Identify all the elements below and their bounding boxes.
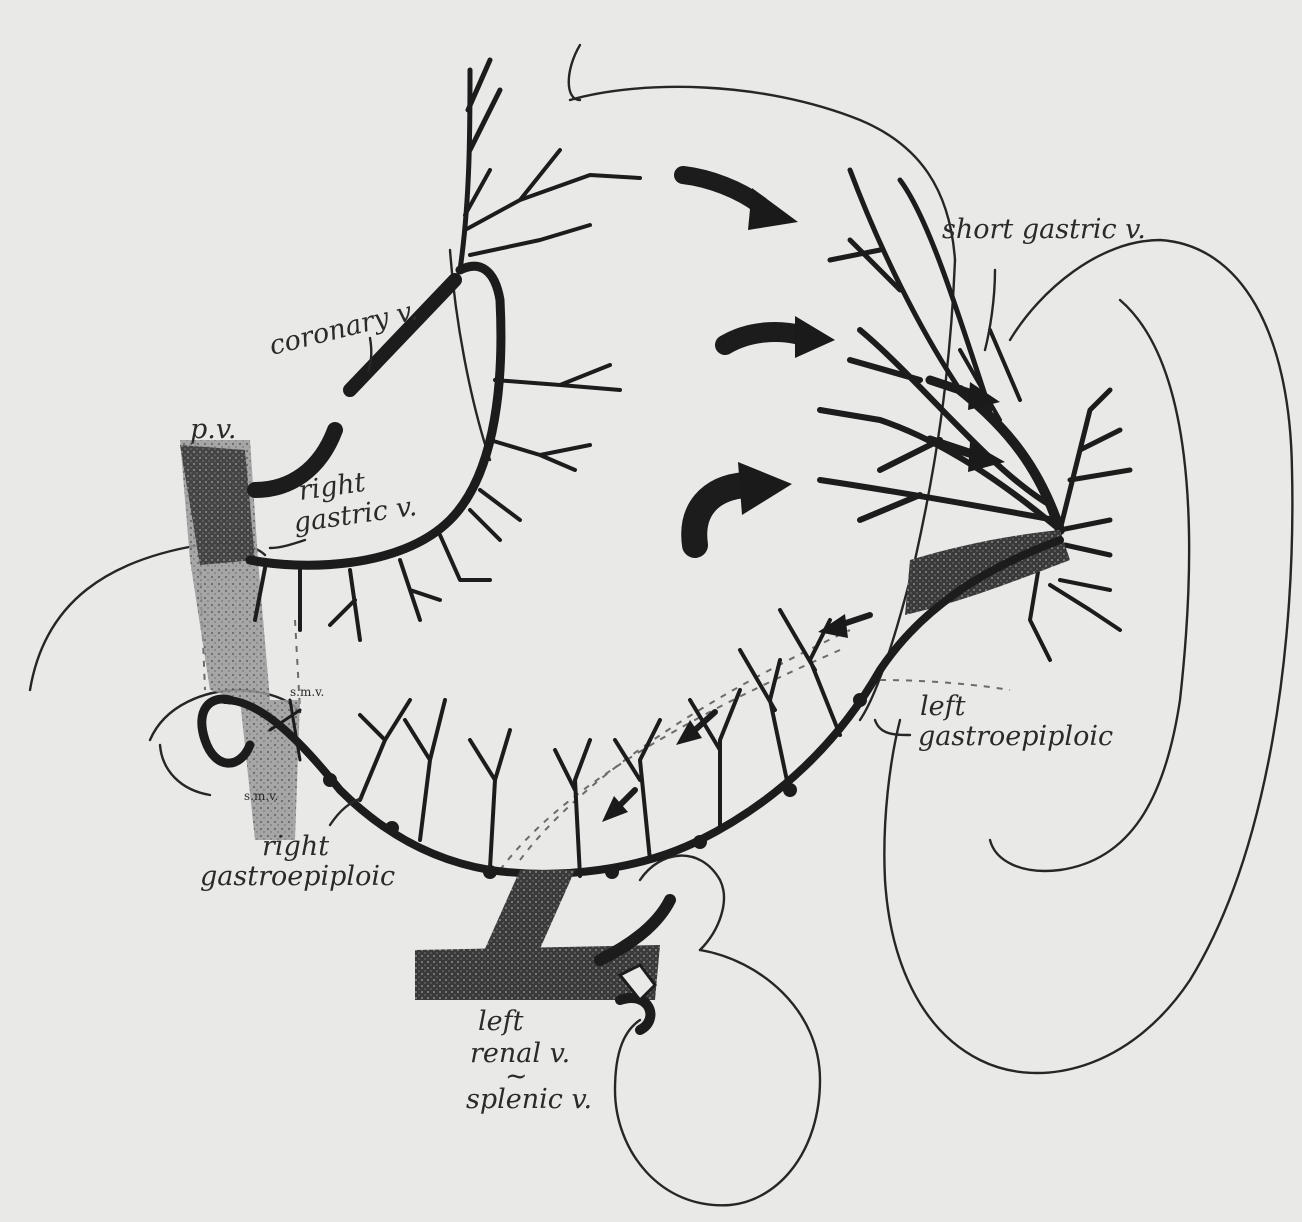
label-renal-4: splenic v. (466, 1084, 592, 1115)
portal-vein (180, 440, 300, 840)
label-right-gastroepiploic-2: gastroepiploic (200, 861, 395, 892)
label-coronary: coronary v. (266, 295, 420, 362)
labels: short gastric v. coronary v. p.v. right … (190, 214, 1146, 1115)
label-smv-lower: s.m.v. (244, 789, 278, 803)
label-left-gastroepiploic-1: left (920, 691, 966, 722)
label-renal-1: left (478, 1006, 524, 1037)
label-right-gastroepiploic-1: right (262, 831, 329, 862)
flow-arrow-sg-2 (930, 440, 1005, 472)
label-smv-upper: s.m.v. (290, 685, 324, 699)
flow-arrow-upper (683, 175, 798, 230)
flow-arrow-lower (694, 462, 792, 545)
flow-arrow-middle (725, 316, 835, 358)
label-portal-vein: p.v. (190, 414, 237, 445)
label-left-gastroepiploic-2: gastroepiploic (918, 721, 1113, 752)
splenorenal-shunt (415, 870, 670, 1030)
label-short-gastric: short gastric v. (942, 214, 1146, 245)
flow-arrow-splenic-3 (602, 790, 635, 822)
